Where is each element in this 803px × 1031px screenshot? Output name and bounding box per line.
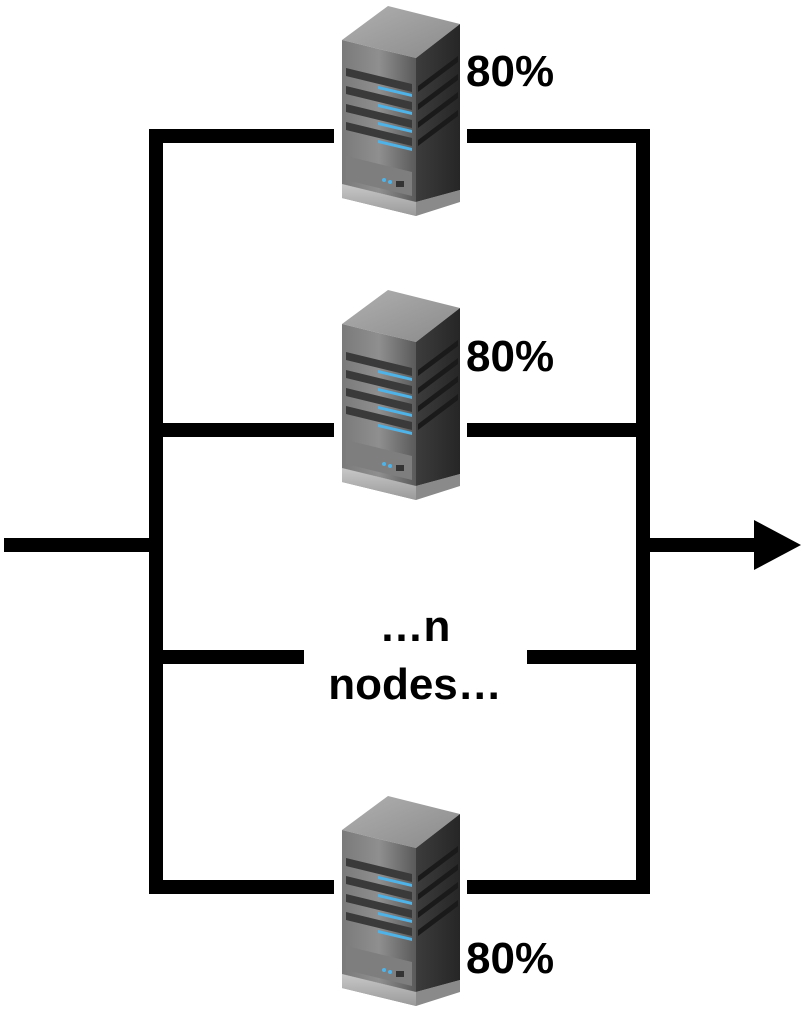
output-arrowhead xyxy=(754,520,801,570)
node-2-utilization: 80% xyxy=(466,332,555,381)
more-nodes-label: …n nodes… xyxy=(285,598,545,714)
node-1-utilization: 80% xyxy=(466,47,555,96)
more-nodes-line-1: …n xyxy=(379,602,451,651)
node-3-utilization: 80% xyxy=(466,934,555,983)
server-icon xyxy=(342,6,460,216)
server-icon xyxy=(342,796,460,1006)
connection-lines xyxy=(4,129,758,894)
server-icon xyxy=(342,290,460,500)
more-nodes-line-2: nodes… xyxy=(328,660,502,709)
